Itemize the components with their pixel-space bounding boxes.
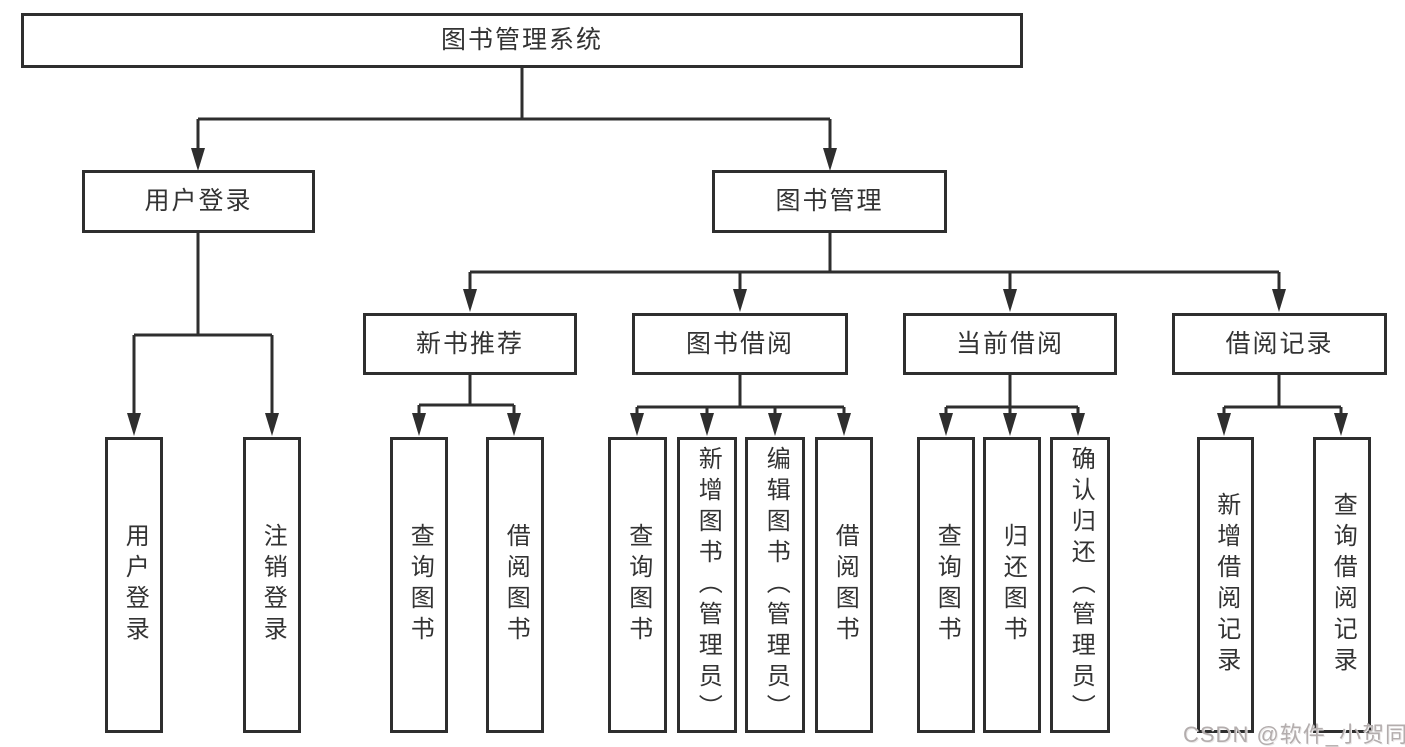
node-book-management: 图书管理 xyxy=(712,170,947,233)
connector-lines xyxy=(132,68,1343,419)
leaf-borrow-books: 借阅图书 xyxy=(815,437,873,733)
csdn-watermark: CSDN @软件_小贺同学 xyxy=(1183,722,1405,747)
arrow-down-icon xyxy=(733,289,747,312)
arrow-down-icon xyxy=(1003,413,1017,436)
node-label: 注销登录 xyxy=(259,523,287,647)
node-label: 图书借阅 xyxy=(685,329,794,358)
arrow-down-icon xyxy=(630,413,644,436)
arrow-down-icon xyxy=(1217,413,1231,436)
node-label: 借阅图书 xyxy=(831,523,859,647)
node-label: 查询图书 xyxy=(624,523,652,647)
node-label: 借阅图书 xyxy=(502,523,530,647)
arrow-down-icon xyxy=(127,413,141,436)
arrow-down-icon xyxy=(412,413,426,436)
arrow-down-icon xyxy=(823,148,837,171)
arrow-down-icon xyxy=(463,289,477,312)
node-label: 新增借阅记录 xyxy=(1212,492,1240,678)
leaf-query-books: 查询图书 xyxy=(608,437,667,733)
leaf-add-books-admin: 新增图书（管理员） xyxy=(677,437,737,733)
node-library-system: 图书管理系统 xyxy=(21,13,1023,68)
node-label: 借阅记录 xyxy=(1225,329,1334,358)
node-label: 确认归还（管理员） xyxy=(1067,445,1095,725)
arrow-down-icon xyxy=(191,148,205,171)
leaf-borrow-books: 借阅图书 xyxy=(486,437,544,733)
node-label: 当前借阅 xyxy=(955,329,1064,358)
arrow-down-icon xyxy=(507,413,521,436)
node-user-login: 用户登录 xyxy=(82,170,315,233)
node-label: 归还图书 xyxy=(999,523,1027,647)
leaf-query-books: 查询图书 xyxy=(917,437,975,733)
arrow-down-icon xyxy=(700,413,714,436)
node-book-borrowing: 图书借阅 xyxy=(632,313,848,375)
node-label: 编辑图书（管理员） xyxy=(762,445,790,725)
arrow-down-icon xyxy=(837,413,851,436)
node-label: 图书管理系统 xyxy=(440,26,603,54)
leaf-logout: 注销登录 xyxy=(243,437,301,733)
leaf-confirm-return-admin: 确认归还（管理员） xyxy=(1050,437,1110,733)
arrow-down-icon xyxy=(1334,413,1348,436)
node-label: 新增图书（管理员） xyxy=(694,445,722,725)
arrow-down-icon xyxy=(768,413,782,436)
node-label: 查询借阅记录 xyxy=(1329,492,1357,678)
node-new-book-recommendation: 新书推荐 xyxy=(363,313,577,375)
node-label: 查询图书 xyxy=(406,523,434,647)
node-label: 用户登录 xyxy=(144,187,253,215)
node-current-borrowing: 当前借阅 xyxy=(903,313,1117,375)
node-label: 查询图书 xyxy=(933,523,961,647)
arrow-down-icon xyxy=(265,413,279,436)
arrow-down-icon xyxy=(1272,289,1286,312)
arrow-down-icon xyxy=(1003,289,1017,312)
node-borrowing-records: 借阅记录 xyxy=(1172,313,1387,375)
node-label: 新书推荐 xyxy=(415,329,524,358)
arrow-down-icon xyxy=(939,413,953,436)
node-label: 图书管理 xyxy=(775,187,884,215)
arrow-down-icon xyxy=(1071,413,1085,436)
arrowheads xyxy=(127,148,1348,436)
leaf-user-login: 用户登录 xyxy=(105,437,163,733)
leaf-edit-books-admin: 编辑图书（管理员） xyxy=(745,437,805,733)
leaf-add-borrow-record: 新增借阅记录 xyxy=(1197,437,1254,733)
leaf-return-books: 归还图书 xyxy=(983,437,1041,733)
leaf-query-books: 查询图书 xyxy=(390,437,448,733)
leaf-query-borrow-record: 查询借阅记录 xyxy=(1313,437,1371,733)
node-label: 用户登录 xyxy=(121,523,149,647)
